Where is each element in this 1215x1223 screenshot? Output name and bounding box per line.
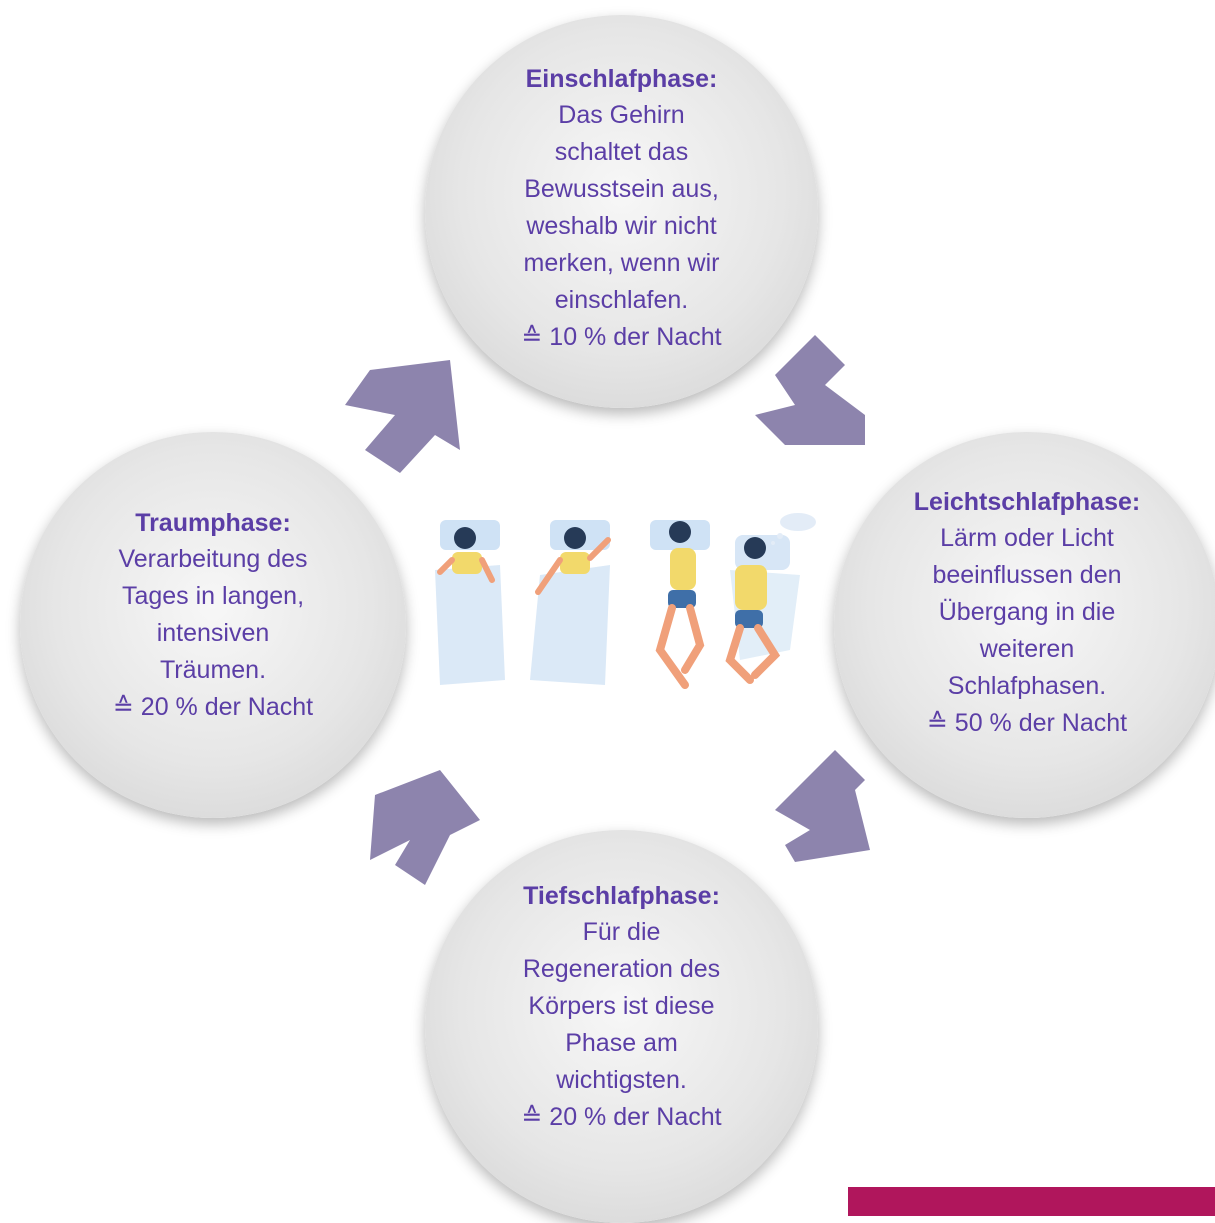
- phase-line: Schlafphasen.: [947, 672, 1107, 700]
- phase-circle-traum: Traumphase: Verarbeitung des Tages in la…: [20, 432, 406, 818]
- phase-line: intensiven: [156, 618, 270, 647]
- phase-title: Einschlafphase:: [525, 65, 718, 93]
- phase-line: merken, wenn wir: [523, 249, 720, 277]
- phase-line: weshalb wir nicht: [526, 212, 717, 240]
- arrow-bottom-left-icon: [370, 770, 480, 885]
- sleeping-women-illustration-icon: [435, 513, 816, 689]
- phase-share: ≙ 20 % der Nacht: [521, 1102, 722, 1131]
- phase-line: Träumen.: [159, 655, 267, 684]
- phase-line: wichtigsten.: [556, 1065, 687, 1094]
- arrow-bottom-right-icon: [775, 750, 870, 862]
- phase-circle-leichtschlaf: Leichtschlafphase: Lärm oder Licht beein…: [834, 432, 1215, 818]
- phase-line: Übergang in die: [938, 598, 1116, 626]
- phase-line: Lärm oder Licht: [940, 524, 1114, 552]
- phase-title: Leichtschlafphase:: [913, 488, 1141, 516]
- phase-line: Das Gehirn: [558, 101, 685, 129]
- arrow-top-right-icon: [755, 335, 865, 445]
- phase-title: Traumphase:: [135, 508, 291, 537]
- phase-line: einschlafen.: [554, 286, 689, 314]
- phase-line: Regeneration des: [522, 954, 721, 983]
- phase-title: Tiefschlafphase:: [523, 881, 720, 910]
- phase-line: Bewusstsein aus,: [524, 175, 719, 203]
- arrow-top-left-icon: [345, 360, 460, 473]
- phase-share: ≙ 10 % der Nacht: [521, 323, 722, 351]
- phase-line: schaltet das: [554, 138, 689, 166]
- phase-line: Für die: [582, 917, 661, 946]
- phase-circle-tiefschlaf: Tiefschlafphase: Für die Regeneration de…: [425, 830, 818, 1223]
- phase-share: ≙ 20 % der Nacht: [112, 692, 314, 721]
- phase-share: ≙ 50 % der Nacht: [926, 709, 1128, 737]
- phase-line: Körpers ist diese: [528, 991, 715, 1020]
- phase-line: Phase am: [565, 1028, 678, 1057]
- corner-accent-bar: [848, 1187, 1215, 1216]
- phase-line: weiteren: [979, 635, 1075, 663]
- phase-circle-einschlaf: Einschlafphase: Das Gehirn schaltet das …: [425, 15, 818, 408]
- phase-line: beeinflussen den: [932, 561, 1122, 589]
- phase-line: Tages in langen,: [121, 581, 305, 610]
- phase-line: Verarbeitung des: [118, 544, 308, 573]
